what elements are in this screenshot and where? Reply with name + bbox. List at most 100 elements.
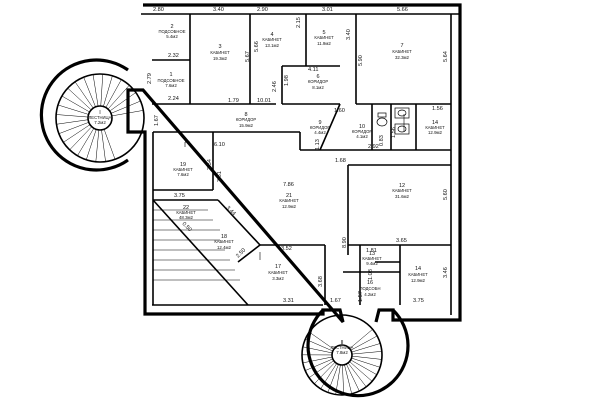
room-17-number: 16 — [367, 280, 373, 286]
room-3-name: КАБИНЕТ — [210, 50, 230, 55]
room-4-area: 13.1м2 — [265, 43, 280, 48]
stair-step — [61, 95, 90, 113]
dimension-labels: 2.80 3.40 2.90 3.01 5.66 2.32 2.24 4.11 … — [147, 7, 449, 304]
dimension-label: 2.80 — [153, 7, 164, 13]
dimension-label: 2.92 — [368, 144, 379, 150]
dimension-label: 1.98 — [284, 75, 290, 86]
stair-step — [110, 100, 141, 114]
room-16-name: КАБИНЕТ — [425, 125, 445, 130]
stair-step — [95, 129, 100, 162]
room-8-area: 15.9м2 — [239, 123, 254, 128]
dimension-label: 3.75 — [174, 193, 185, 199]
room-13-area: 9.4м2 — [366, 261, 378, 266]
room-6-number: 6 — [316, 74, 319, 80]
room-21-area: 7.6м2 — [177, 172, 189, 177]
dimension-label: 3.75 — [413, 298, 424, 304]
stair-step — [305, 338, 333, 352]
room-16-number: 14 — [432, 120, 438, 126]
partition — [217, 199, 261, 246]
outer-wall — [126, 3, 462, 324]
room-17-name: ПОДСОБН — [360, 286, 381, 291]
dimension-label: 2.46 — [272, 81, 278, 92]
dimension-label: 1.60 — [334, 108, 345, 114]
room-22-name: КАБИНЕТ — [279, 198, 299, 203]
sink-icon — [397, 125, 407, 133]
dimension-label: 2.24 — [168, 96, 179, 102]
toilet-icon — [377, 112, 387, 118]
stair-step — [302, 356, 333, 364]
stair-step — [344, 364, 352, 394]
stair-step — [314, 362, 336, 385]
stair-step — [83, 77, 96, 107]
bathroom-fixtures — [376, 107, 410, 135]
dimension-label: 1.56 — [391, 127, 397, 138]
stair-step — [109, 92, 136, 112]
room-19-name: КАБИНЕТ — [214, 239, 234, 244]
dimension-label: 3.61 — [217, 171, 223, 182]
dimension-label: 8.90 — [342, 237, 348, 248]
room-1-number: 1 — [169, 72, 172, 78]
room-19-area: 12.4м2 — [217, 245, 232, 250]
room-labels: 1 ПОДСОБНОЕ 7.6м2 2 ПОДСОБНОЕ 5.4м2 3 КА… — [89, 24, 446, 355]
room-12-name: КАБИНЕТ — [392, 188, 412, 193]
room-7-name: КАБИНЕТ — [392, 49, 412, 54]
room-2-area: 5.4м2 — [166, 34, 178, 39]
dimension-label: 2.15 — [296, 17, 302, 28]
dimension-label: 1.56 — [432, 106, 443, 112]
room-14-name: КАБИНЕТ — [408, 272, 428, 277]
stair-step — [69, 126, 92, 151]
room-18-name: КАБИНЕТ — [268, 270, 288, 275]
stair-step — [308, 360, 334, 378]
stair-step — [103, 75, 113, 107]
room-1-area: 7.6м2 — [165, 83, 177, 88]
stair-step — [350, 335, 378, 351]
dimension-label: 0.83 — [379, 135, 385, 146]
room-23-number: 22 — [183, 205, 189, 211]
stair-step — [347, 362, 367, 387]
stair-step — [351, 357, 381, 368]
room-4-name: КАБИНЕТ — [262, 37, 282, 42]
stair-wall — [39, 58, 129, 172]
stair-step — [58, 122, 89, 134]
dimension-label: 3.54 — [207, 159, 213, 170]
dimension-label: 3.68 — [318, 276, 324, 287]
room-10-name: КОРИДОР — [352, 129, 373, 134]
dimension-label: 1.67 — [154, 115, 160, 126]
dimension-label: 2.50 — [235, 247, 247, 259]
stair-step — [302, 346, 333, 354]
room-19-number: 18 — [221, 234, 227, 240]
stair-wall — [306, 308, 410, 398]
room-5-name: КАБИНЕТ — [314, 35, 334, 40]
stair-core — [87, 105, 113, 131]
dimension-label: 0.50 — [181, 221, 193, 233]
walls — [126, 3, 462, 324]
room-18-area: 3.3м2 — [272, 276, 284, 281]
room-21-name: КАБИНЕТ — [173, 167, 193, 172]
room-8-name: КОРИДОР — [236, 117, 257, 122]
staircase-I — [39, 58, 145, 172]
stair-II-number: II — [340, 340, 344, 346]
room-12-number: 12 — [399, 183, 405, 189]
toilet-icon — [376, 117, 388, 127]
dimension-label: 5.90 — [358, 55, 364, 66]
stair-step — [335, 364, 341, 395]
stair-I-number: I — [99, 110, 101, 116]
dimension-label: 2.90 — [257, 7, 268, 13]
partition — [152, 199, 249, 306]
room-23-name: КАБИНЕТ — [176, 210, 196, 215]
room-13-number: 13 — [369, 251, 375, 257]
dimension-label: 6.10 — [214, 142, 225, 148]
dimension-label: 1.67 — [330, 298, 341, 304]
room-5-area: 11.9м2 — [317, 41, 331, 46]
stair-step — [346, 363, 360, 392]
room-7-number: 7 — [400, 43, 403, 49]
partition — [237, 244, 261, 263]
stair-step — [351, 355, 382, 360]
dimension-label: 2.79 — [147, 73, 153, 84]
room-14-number: 14 — [415, 266, 421, 272]
dimension-label: 1.08 — [368, 269, 374, 280]
room-7-area: 32.3м2 — [395, 55, 410, 60]
stair-core — [331, 344, 353, 366]
dimension-label: 7.86 — [283, 182, 294, 188]
